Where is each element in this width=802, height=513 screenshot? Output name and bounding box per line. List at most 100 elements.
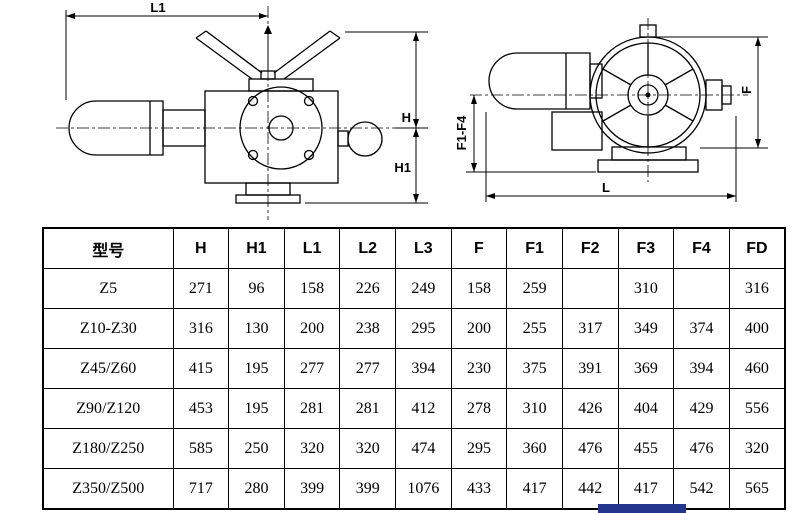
value-cell: 250 xyxy=(228,428,285,469)
value-cell: 281 xyxy=(339,388,396,429)
value-cell: 399 xyxy=(283,468,341,510)
value-cell: 455 xyxy=(617,428,675,469)
mounting-base-front xyxy=(597,146,699,173)
value-cell: 717 xyxy=(172,468,230,510)
value-cell: 277 xyxy=(339,348,396,389)
value-cell: 200 xyxy=(450,308,508,349)
value-cell: 317 xyxy=(561,308,619,349)
value-cell: 417 xyxy=(506,468,563,510)
value-cell: 271 xyxy=(172,268,230,309)
value-cell: 230 xyxy=(450,348,508,389)
value-cell: 295 xyxy=(450,428,508,469)
handwheel-spokes xyxy=(602,43,694,147)
value-cell: 249 xyxy=(395,268,452,309)
value-cell: 394 xyxy=(673,348,730,389)
value-cell xyxy=(561,268,619,309)
value-cell: 400 xyxy=(728,308,786,349)
model-cell: Z350/Z500 xyxy=(42,468,174,510)
handwheel-side xyxy=(337,121,383,157)
table-row: Z180/Z250 585 250 320 320 474 295 360 47… xyxy=(42,428,786,469)
value-cell xyxy=(673,268,730,309)
dimension-table: 型号 H H1 L1 L2 L3 F F1 F2 F3 F4 FD Z5 271… xyxy=(42,227,786,510)
value-cell: 394 xyxy=(395,348,452,389)
value-cell: 158 xyxy=(283,268,341,309)
value-cell: 375 xyxy=(506,348,563,389)
value-cell: 474 xyxy=(395,428,452,469)
table-header-model: 型号 xyxy=(42,227,174,269)
value-cell: 453 xyxy=(172,388,230,429)
value-cell: 404 xyxy=(617,388,675,429)
value-cell: 96 xyxy=(228,268,285,309)
dim-label-h1: H1 xyxy=(394,160,411,175)
value-cell: 374 xyxy=(673,308,730,349)
table-header: FD xyxy=(728,227,786,269)
value-cell: 320 xyxy=(728,428,786,469)
dim-label-l1: L1 xyxy=(150,0,165,15)
value-cell: 426 xyxy=(561,388,619,429)
top-fitting xyxy=(639,24,657,38)
value-cell: 476 xyxy=(673,428,730,469)
table-header: L2 xyxy=(339,227,396,269)
table-header: F xyxy=(450,227,508,269)
model-cell: Z180/Z250 xyxy=(42,428,174,469)
side-view-drawing xyxy=(56,6,398,220)
table-header: F3 xyxy=(617,227,675,269)
value-cell: 320 xyxy=(283,428,341,469)
value-cell: 226 xyxy=(339,268,396,309)
drawing-canvas: L1 H H1 xyxy=(56,0,768,220)
value-cell: 316 xyxy=(172,308,230,349)
table-header: H1 xyxy=(228,227,285,269)
table-row: Z10-Z30 316 130 200 238 295 200 255 317 … xyxy=(42,308,786,349)
model-cell: Z45/Z60 xyxy=(42,348,174,389)
value-cell: 369 xyxy=(617,348,675,389)
value-cell: 415 xyxy=(172,348,230,389)
value-cell: 320 xyxy=(339,428,396,469)
table-header: F4 xyxy=(673,227,730,269)
value-cell: 360 xyxy=(506,428,563,469)
value-cell: 310 xyxy=(506,388,563,429)
table-row: Z90/Z120 453 195 281 281 412 278 310 426… xyxy=(42,388,786,429)
value-cell: 391 xyxy=(561,348,619,389)
value-cell: 585 xyxy=(172,428,230,469)
value-cell: 542 xyxy=(673,468,730,510)
value-cell: 238 xyxy=(339,308,396,349)
value-cell: 277 xyxy=(283,348,341,389)
value-cell: 1076 xyxy=(395,468,452,510)
value-cell: 460 xyxy=(728,348,786,389)
table-row: Z350/Z500 717 280 399 399 1076 433 417 4… xyxy=(42,468,786,510)
gearbox-body xyxy=(204,70,339,184)
value-cell: 278 xyxy=(450,388,508,429)
mounting-base-side xyxy=(235,182,301,204)
value-cell: 280 xyxy=(228,468,285,510)
table-header-row: 型号 H H1 L1 L2 L3 F F1 F2 F3 F4 FD xyxy=(42,227,786,269)
dim-label-h: H xyxy=(402,110,411,125)
model-cell: Z90/Z120 xyxy=(42,388,174,429)
table-header: H xyxy=(172,227,230,269)
front-view-dimensions: F F1-F4 L xyxy=(454,36,768,202)
value-cell: 399 xyxy=(339,468,396,510)
table-row: Z5 271 96 158 226 249 158 259 310 316 xyxy=(42,268,786,309)
value-cell: 316 xyxy=(728,268,786,309)
value-cell: 295 xyxy=(395,308,452,349)
table-row: Z45/Z60 415 195 277 277 394 230 375 391 … xyxy=(42,348,786,389)
terminal-box xyxy=(705,79,732,111)
value-cell: 442 xyxy=(561,468,619,510)
value-cell: 565 xyxy=(728,468,786,510)
value-cell: 281 xyxy=(283,388,341,429)
value-cell: 255 xyxy=(506,308,563,349)
value-cell: 200 xyxy=(283,308,341,349)
table-header: L3 xyxy=(395,227,452,269)
value-cell: 412 xyxy=(395,388,452,429)
value-cell: 429 xyxy=(673,388,730,429)
fork-lever xyxy=(195,30,341,80)
gear-housing-front xyxy=(551,111,603,151)
value-cell: 556 xyxy=(728,388,786,429)
value-cell: 259 xyxy=(506,268,563,309)
value-cell: 130 xyxy=(228,308,285,349)
value-cell: 158 xyxy=(450,268,508,309)
value-cell: 417 xyxy=(617,468,675,510)
value-cell: 195 xyxy=(228,348,285,389)
output-flange xyxy=(239,86,323,170)
value-cell: 476 xyxy=(561,428,619,469)
